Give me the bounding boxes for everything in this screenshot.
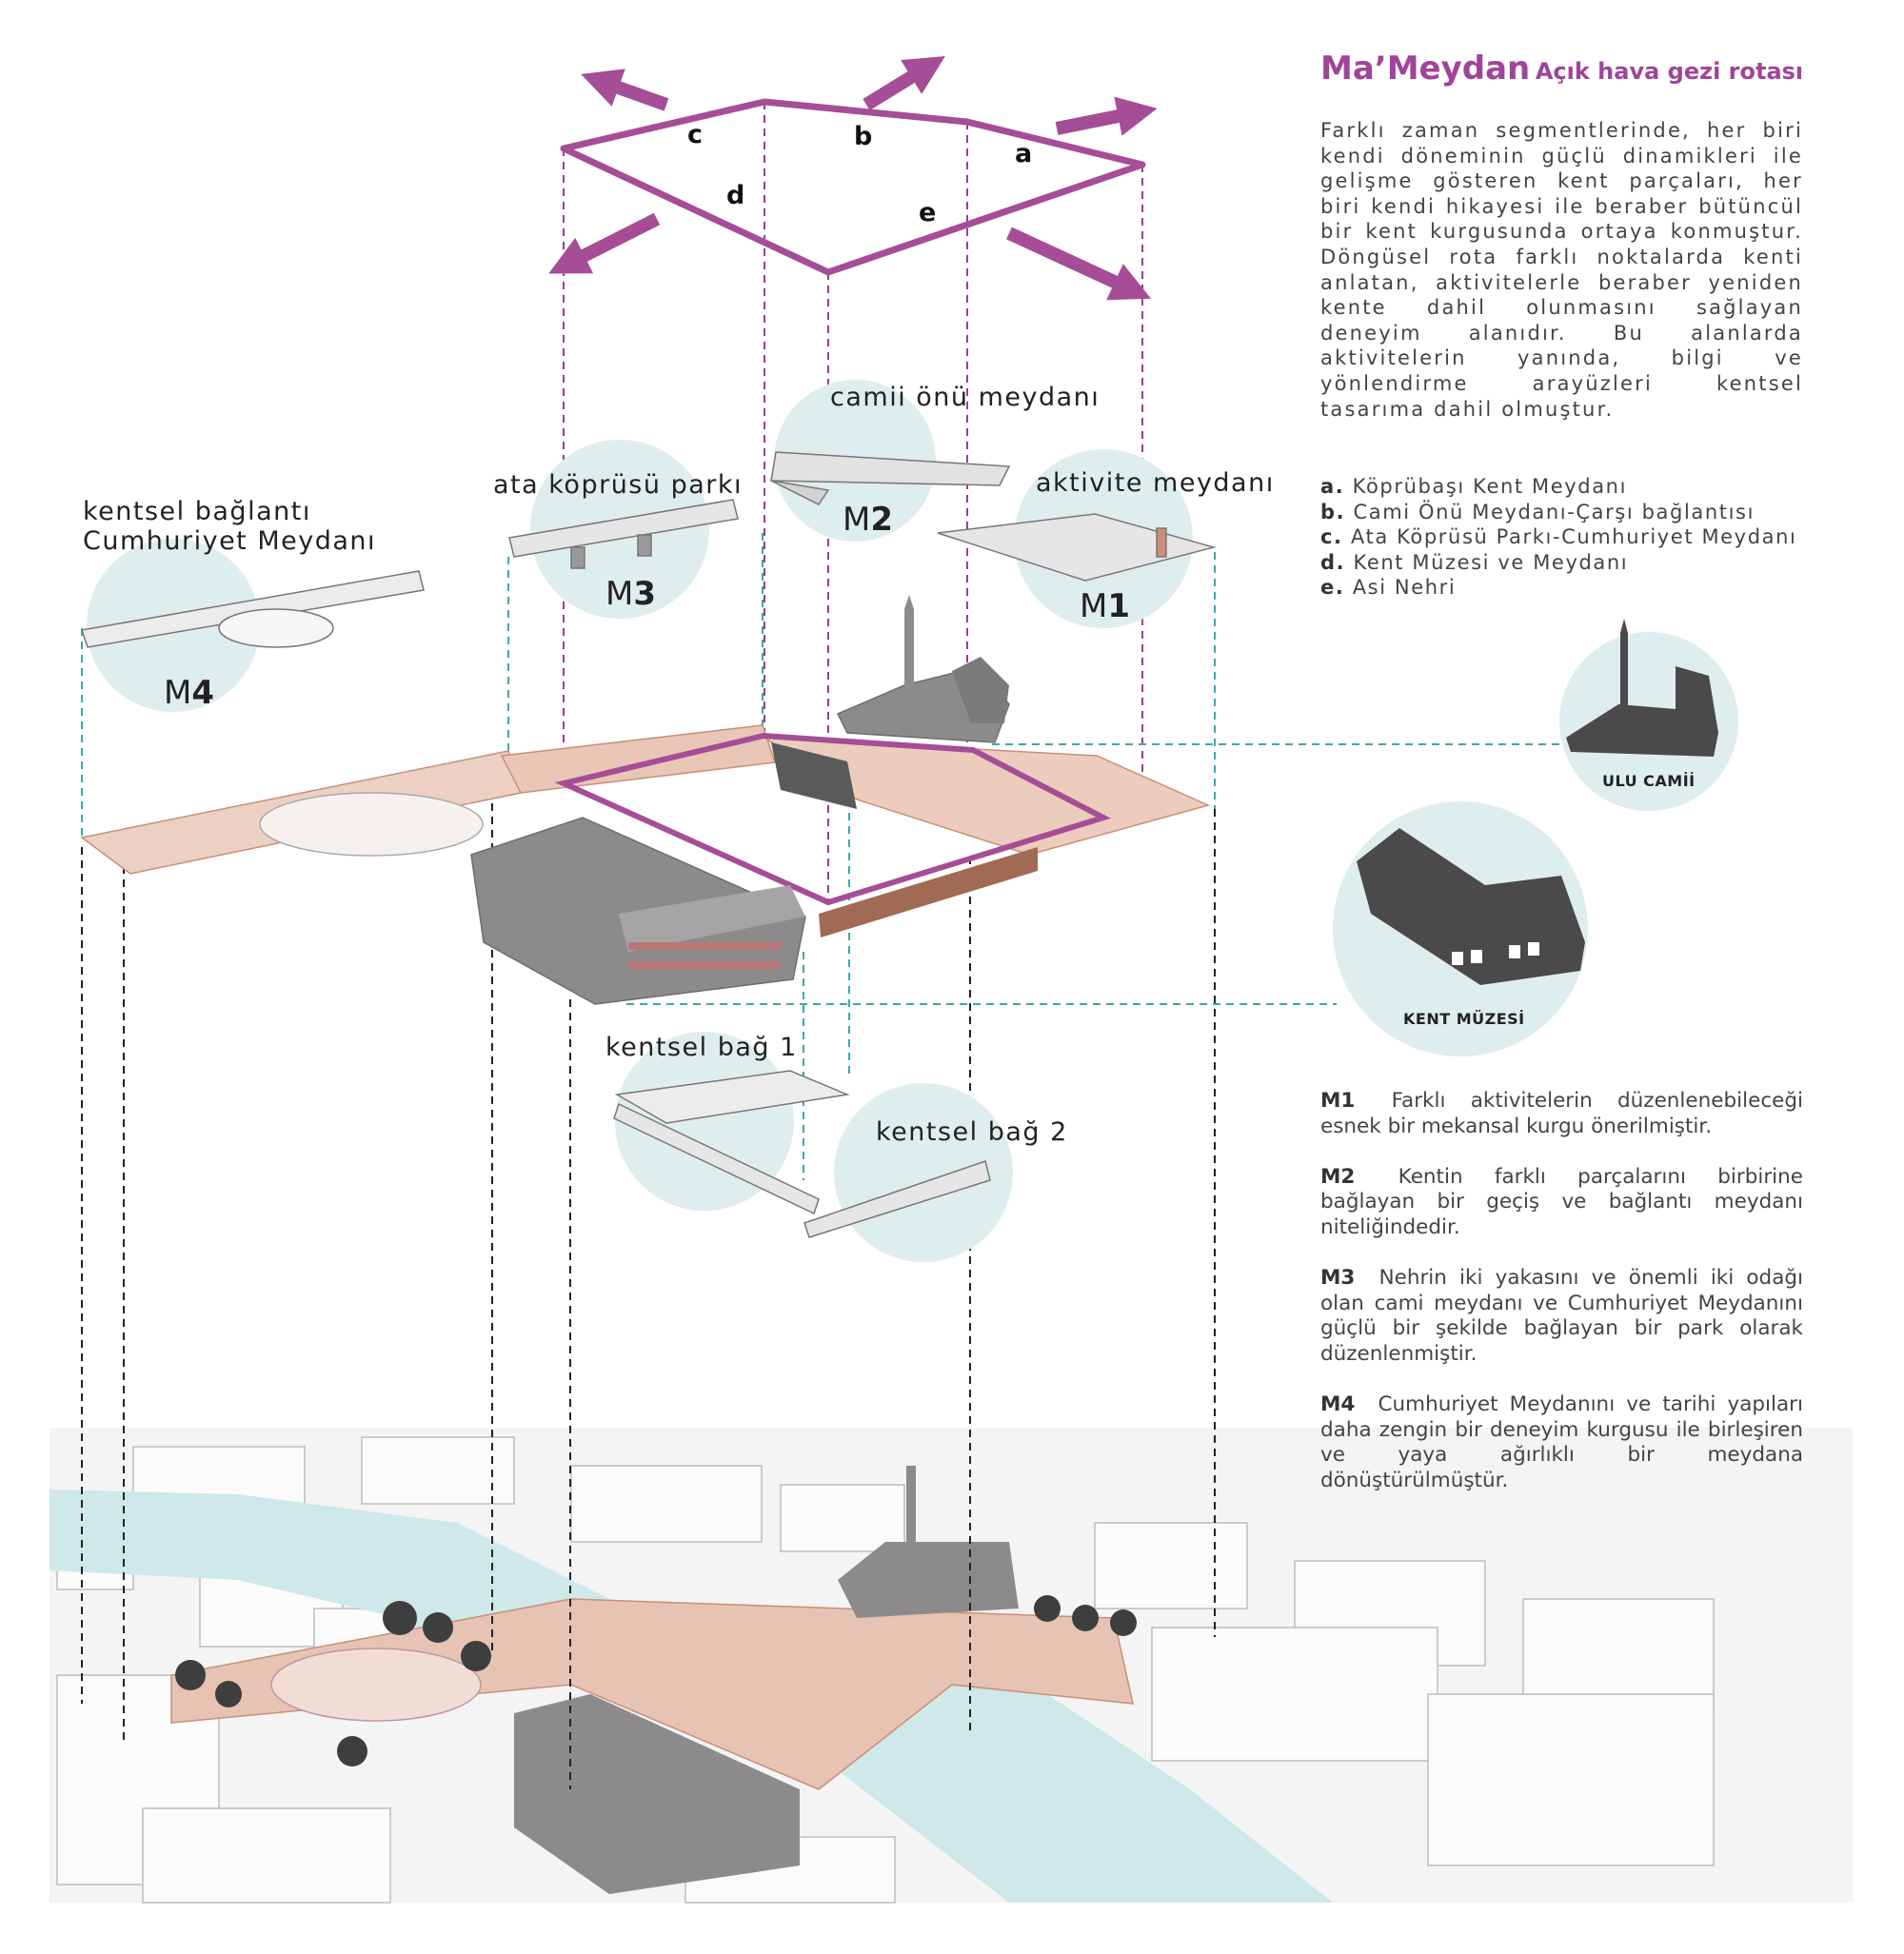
central-plan — [80, 595, 1211, 1005]
arrow-icon — [1055, 96, 1158, 136]
segment-b: b — [854, 122, 873, 151]
marker-m3: M3 — [605, 575, 657, 613]
arrow-icon — [548, 212, 661, 274]
segment-legend: a. Köprübaşı Kent Meydanı b. Cami Önü Me… — [1320, 474, 1803, 601]
fragment-models — [81, 451, 1217, 1238]
arrow-icon — [863, 55, 945, 110]
legend-item: e. Asi Nehri — [1320, 576, 1457, 600]
intro-paragraph: Farklı zaman segmentlerinde, her biri ke… — [1320, 119, 1803, 421]
description-m1: M1 Farklı aktivitelerin düzenlenebileceğ… — [1320, 1089, 1803, 1138]
city-render — [50, 1428, 1853, 1904]
legend-item: d. Kent Müzesi ve Meydanı — [1320, 550, 1629, 574]
segment-e: e — [919, 198, 937, 227]
ulu-camii-icon — [1566, 619, 1718, 757]
label-bag2: kentsel bağ 2 — [876, 1117, 1068, 1147]
label-ata-koprusu: ata köprüsü parkı — [493, 470, 743, 500]
legend-item: c. Ata Köprüsü Parkı-Cumhuriyet Meydanı — [1320, 525, 1797, 549]
legend-item: b. Cami Önü Meydanı-Çarşı bağlantısı — [1320, 500, 1755, 523]
legend-item: a. Köprübaşı Kent Meydanı — [1320, 475, 1628, 498]
marker-m2: M2 — [843, 501, 894, 539]
description-m3: M3 Nehrin iki yakasını ve önemli iki oda… — [1320, 1266, 1803, 1366]
marker-m4: M4 — [164, 674, 215, 712]
segment-d: d — [726, 181, 745, 210]
label-kentsel-baglanti: kentsel bağlantı — [83, 497, 311, 526]
title-main: Ma’Meydan — [1320, 49, 1531, 88]
label-bag1: kentsel bağ 1 — [605, 1033, 798, 1062]
title-sub: Açık hava gezi rotası — [1535, 58, 1804, 85]
segment-c: c — [687, 120, 704, 149]
label-aktivite: aktivite meydanı — [1036, 468, 1275, 498]
label-kent-muzesi: KENT MÜZESİ — [1403, 1010, 1525, 1028]
page-title: Ma’Meydan Açık hava gezi rotası — [1320, 49, 1803, 88]
label-ulu-camii: ULU CAMİİ — [1602, 772, 1696, 790]
arrow-icon — [581, 69, 669, 111]
description-m2: M2 Kentin farklı parçalarını birbirine b… — [1320, 1164, 1803, 1239]
m-descriptions: M1 Farklı aktivitelerin düzenlenebileceğ… — [1320, 1089, 1803, 1519]
description-m4: M4 Cumhuriyet Meydanını ve tarihi yapıla… — [1320, 1392, 1803, 1492]
label-camii-onu: camii önü meydanı — [830, 383, 1101, 412]
segment-a: a — [1015, 139, 1033, 168]
label-cumhuriyet: Cumhuriyet Meydanı — [83, 526, 377, 556]
kent-muzesi-icon — [1357, 828, 1585, 985]
route-diagram — [548, 55, 1158, 301]
arrow-icon — [1006, 227, 1152, 301]
marker-m1: M1 — [1080, 587, 1131, 625]
